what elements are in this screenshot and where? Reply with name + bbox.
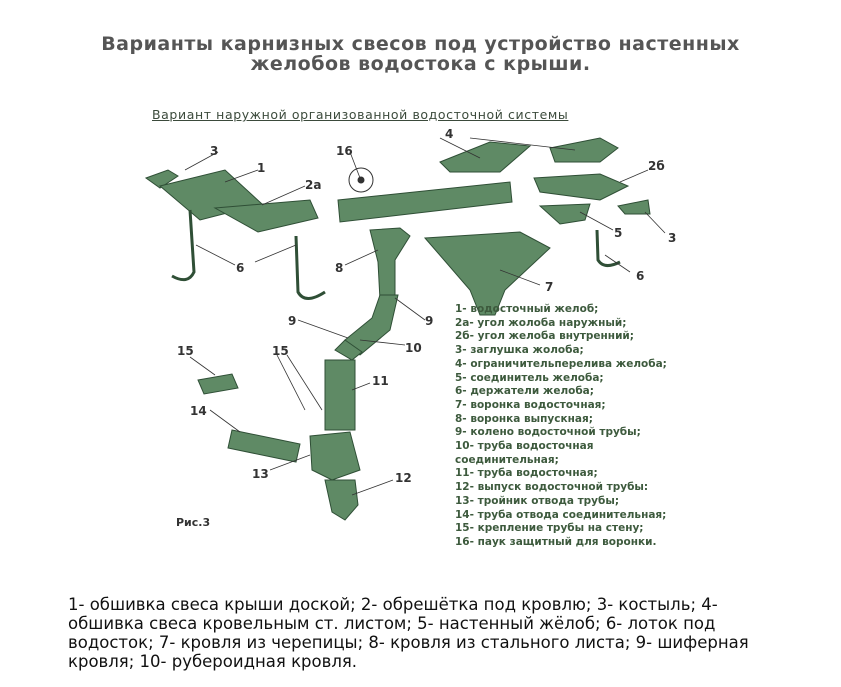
callout-4: 4 — [445, 127, 453, 141]
legend-item: 14- труба отвода соединительная; — [455, 508, 667, 521]
pipe-11 — [324, 359, 356, 431]
callout-3b: 3 — [668, 231, 676, 245]
caption: 1- обшивка свеса крыши доской; 2- обрешё… — [68, 595, 749, 671]
callout-12: 12 — [395, 471, 412, 485]
legend-item: 7- воронка водосточная; — [455, 398, 606, 411]
clamp-15 — [197, 373, 239, 395]
callout-3: 3 — [210, 144, 218, 158]
legend-item: 15- крепление трубы на стену; — [455, 522, 644, 535]
legend-item: 2б- угол желоба внутренний; — [455, 330, 634, 343]
holder-6b — [294, 235, 326, 300]
callout-2b: 2б — [648, 159, 665, 173]
callout-5: 5 — [614, 226, 622, 240]
callout-13: 13 — [252, 467, 269, 481]
callout-16: 16 — [336, 144, 353, 158]
callout-2a: 2а — [305, 178, 321, 192]
legend-item: 16- паук защитный для воронки. — [455, 535, 657, 548]
legend-item: 13- тройник отвода трубы; — [455, 494, 620, 507]
holder-6a — [171, 209, 196, 282]
callout-6c: 6 — [636, 269, 644, 283]
legend-item: 5- соединитель желоба; — [455, 371, 604, 384]
title-line-1: Варианты карнизных свесов под устройство… — [101, 33, 740, 55]
tee-13 — [309, 431, 361, 481]
gutter-main — [337, 181, 513, 223]
callout-9a: 9 — [288, 314, 296, 328]
legend-item: 6- держатели желоба; — [455, 385, 594, 398]
legend-item: соединительная; — [455, 453, 559, 466]
gutter-system-diagram: 3 1 16 2а 4 2б 5 3 6 6 7 8 9 9 10 15 15 … — [144, 127, 676, 521]
legend-item: 2а- угол жолоба наружный; — [455, 316, 627, 329]
legend-item: 11- труба водосточная; — [455, 467, 598, 480]
callout-15b: 15 — [272, 344, 289, 358]
callout-labels: 3 1 16 2а 4 2б 5 3 6 6 7 8 9 9 10 15 15 … — [177, 127, 676, 485]
legend-item: 9- колено водосточной трубы; — [455, 426, 641, 439]
callout-10: 10 — [405, 341, 422, 355]
end-cap-right — [617, 199, 651, 215]
title-line-2: желобов водостока с крыши. — [250, 53, 591, 75]
legend-item: 1- водосточный желоб; — [455, 303, 599, 315]
callout-6a: 6 — [236, 261, 244, 275]
outlet-12 — [324, 479, 359, 521]
legend-item: 4- ограничительперелива желоба; — [455, 357, 667, 370]
connector-5 — [538, 203, 591, 225]
spider-guard-16 — [348, 167, 374, 193]
callout-9b: 9 — [425, 314, 433, 328]
callout-1: 1 — [257, 161, 265, 175]
gutter-end-cap-left — [144, 169, 179, 189]
figure-subtitle: Вариант наружной организованной водосточ… — [152, 107, 569, 122]
callout-15a: 15 — [177, 344, 194, 358]
outlet-funnel-8 — [369, 227, 411, 301]
gutter-corner-2b — [533, 173, 630, 201]
legend-item: 8- воронка выпускная; — [455, 412, 593, 425]
parts-legend: 1- водосточный желоб; 2а- угол жолоба на… — [455, 303, 667, 550]
callout-14: 14 — [190, 404, 207, 418]
legend-item: 10- труба водосточная — [455, 440, 594, 453]
callout-7: 7 — [545, 280, 553, 294]
overflow-limiter-right — [549, 137, 619, 163]
overflow-limiter-left — [439, 141, 532, 173]
gutter-corner-2a — [213, 199, 319, 233]
pipe-14 — [227, 429, 301, 463]
funnel-7 — [423, 231, 551, 316]
callout-11: 11 — [372, 374, 389, 388]
callout-8: 8 — [335, 261, 343, 275]
legend-item: 3- заглушка жолоба; — [455, 344, 584, 357]
figure-label: Рис.3 — [176, 516, 211, 529]
legend-item: 12- выпуск водосточной трубы: — [455, 481, 649, 494]
elbow-9 — [344, 294, 399, 356]
page-title: Варианты карнизных свесов под устройство… — [0, 34, 841, 74]
